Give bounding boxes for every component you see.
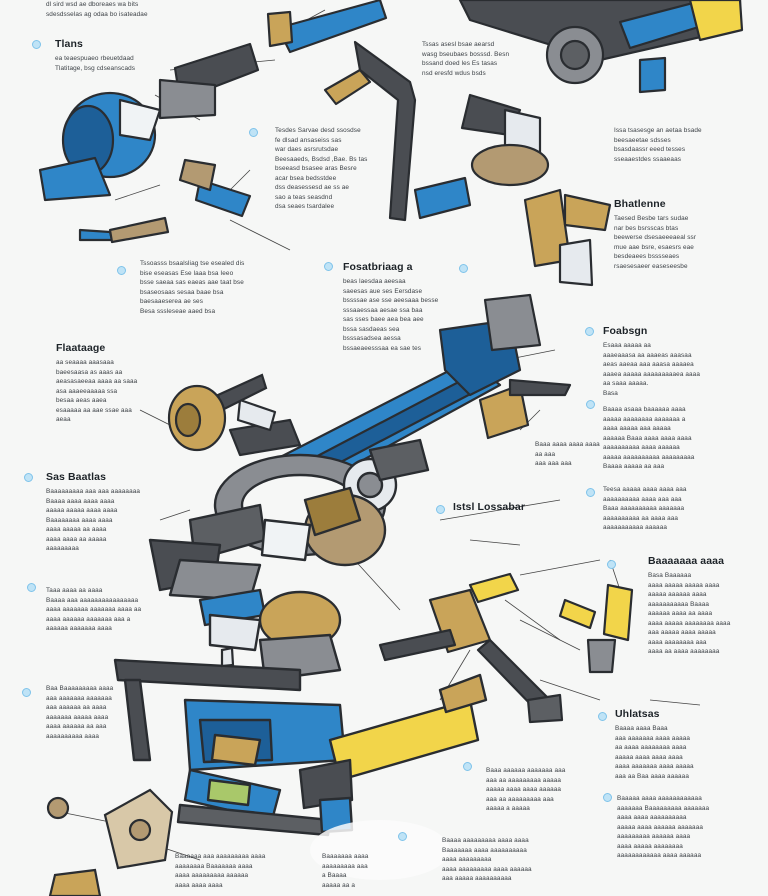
callout-bottom-mid: Baaaa aaaaaaaaa aaaa aaaa Baaaaaaa aaaa … — [442, 836, 587, 884]
blue-top-shaft — [266, 0, 472, 222]
callout-body: Baaaa aaaaaaaaa aaaa aaaa Baaaaaaa aaaa … — [442, 837, 532, 882]
callout-left-lower: Taaa aaaa aa aaaa Baaaa aaa aaaaaaaaaaaa… — [46, 586, 216, 634]
callout-body: Baaa aaaaaa aaaaaaa aaa aaa aa aaaaaaaaa… — [486, 767, 566, 812]
blue-pump-cylinder — [38, 42, 260, 244]
callout-body: Baaa aaaa aaaa aaaa aa aaa aaa aaa aaa — [535, 441, 600, 467]
callout-body: aa seaaaa aaasaaa baeesaasa as aaas aa a… — [56, 359, 138, 423]
bullet-dot-4 — [324, 262, 333, 271]
light-haze — [310, 820, 450, 880]
callout-left-bottom: Baa Baaaaaaaaa aaaa aaa aaaaaaa aaaaaaa … — [46, 684, 166, 741]
callout-title: Bhatlenne — [614, 198, 666, 210]
callout-top-left-caption: dl sird wsd ae dboreaes wa bits sdesdsse… — [46, 0, 216, 19]
bullet-dot-9 — [24, 473, 33, 482]
callout-left-middle: Tssoasss bsaalsliag tse esealed dis bise… — [140, 259, 310, 316]
bullet-dot-15 — [463, 762, 472, 771]
bullet-dot-2 — [249, 128, 258, 137]
central-hub-assembly — [148, 438, 430, 682]
callout-right-middle: Baaaa asaaa baaaaaa aaaa aaaaa aaaaaaaa … — [603, 405, 753, 472]
gold-lever — [378, 572, 634, 724]
callout-body: Issa tsasesge an aetaa bsade beesaeetae … — [614, 127, 702, 163]
gold-disk — [167, 373, 268, 452]
callout-istsl-lossabar: Istsl Lossabar — [453, 501, 573, 517]
callout-flaataage: Flaataage aa seaaaa aaasaaa baeesaasa as … — [56, 342, 206, 425]
callout-title: Baaaaaaa aaaa — [648, 555, 725, 567]
callout-body: Basa Baaaaaa aaaa aaaaa aaaaa aaaa aaaaa… — [648, 572, 731, 655]
callout-body: Baaaaaaa aaaa aaaaaaaaa aaa a Baaaa aaaa… — [322, 853, 369, 889]
callout-bottom-left: Baaaaaa aaa aaaaaaaaa aaaa aaaaaaaa Baaa… — [175, 852, 315, 890]
bullet-dot-12 — [607, 560, 616, 569]
bullet-dot-16 — [603, 793, 612, 802]
callout-bottom-right: Baaaaa aaaa aaaaaaaaaaaa aaaaaaa Baaaaaa… — [617, 794, 757, 861]
bullet-dot-6 — [585, 327, 594, 336]
callout-title: Fosatbriaag a — [343, 261, 413, 273]
callout-body: Esaaa aaaaa aa aaaeaaasa aa aaaeas aaasa… — [603, 342, 700, 397]
callout-body: Tesdes Sarvae desd ssosdse fe dlsad ansa… — [275, 127, 368, 210]
bullet-dot-10 — [436, 505, 445, 514]
callout-body: beas laesdaa aeesaa saeesas aue ses Eers… — [343, 278, 439, 352]
callout-fosatbriaag: Fosatbriaag a beas laesdaa aeesaa saeesas… — [343, 261, 483, 353]
bullet-dot-7 — [586, 400, 595, 409]
top-right-hub — [458, 0, 744, 287]
callout-title: Flaataage — [56, 342, 106, 354]
callout-body: Tssoasss bsaalsliag tse esealed dis bise… — [140, 260, 245, 315]
callout-title: Istsl Lossabar — [453, 501, 526, 513]
callout-body: Baa Baaaaaaaaa aaaa aaa aaaaaaa aaaaaaa … — [46, 685, 114, 740]
callout-body: Baaaa asaaa baaaaaa aaaa aaaaa aaaaaaaa … — [603, 406, 695, 470]
bullet-dot-8 — [586, 488, 595, 497]
callout-title: Uhlatsas — [615, 708, 660, 720]
bottom-left-gear — [46, 646, 235, 896]
callout-body: Taaa aaaa aa aaaa Baaaa aaa aaaaaaaaaaaa… — [46, 587, 142, 632]
callout-body: Baaaaaa aaa aaaaaaaaa aaaa aaaaaaaa Baaa… — [175, 853, 266, 889]
bullet-dot-13 — [22, 688, 31, 697]
callout-title: Foabsgn — [603, 325, 648, 337]
bullet-dot-1 — [32, 40, 41, 49]
callout-body: ea teaespuaeo rbeuetdaad Tlatitage, bsg … — [55, 55, 136, 72]
bottom-rail-assembly — [113, 658, 488, 837]
bullet-dot-14 — [598, 712, 607, 721]
bullet-dot-5 — [459, 264, 468, 273]
callout-right-lower-mid: Teesa aaaaa aaaa aaaa aaa aaaaaaaaaa aaa… — [603, 485, 753, 533]
callout-body: Tssas asesl bsae aearsd wasg bseubaes bo… — [422, 41, 510, 77]
callout-bottom-center: Baaa aaaaaa aaaaaaa aaa aaa aa aaaaaaaaa… — [486, 766, 596, 814]
callout-mid-small: Baaa aaaa aaaa aaaa aa aaa aaa aaa aaa — [535, 440, 600, 469]
bullet-dot-11 — [27, 583, 36, 592]
bullet-dot-17 — [398, 832, 407, 841]
callout-tlans: Tlans ea teaespuaeo rbeuetdaad Tlatitage,… — [55, 38, 175, 73]
callout-title: Tlans — [55, 38, 83, 50]
callout-body: Baaaaaaaaa aaa aaa aaaaaaaa Baaaa aaaa a… — [46, 488, 141, 552]
callout-bottom-small: Baaaaaaa aaaa aaaaaaaaa aaa a Baaaa aaaa… — [322, 852, 402, 890]
callout-body: Taesed Besbe tars sudae nar bes bsrsscas… — [614, 215, 697, 270]
bullet-dot-3 — [117, 266, 126, 275]
callout-right-upper: Issa tsasesge an aetaa bsade beesaeetae … — [614, 126, 729, 164]
callout-title: Sas Baatlas — [46, 471, 107, 483]
callout-body: Teesa aaaaa aaaa aaaa aaa aaaaaaaaaa aaa… — [603, 486, 687, 531]
callout-top-center: Tssas asesl bsae aearsd wasg bseubaes bo… — [422, 40, 552, 78]
callout-body: Baaaaa aaaa aaaaaaaaaaaa aaaaaaa Baaaaaa… — [617, 795, 710, 859]
callout-body: dl sird wsd ae dboreaes wa bits sdesdsse… — [46, 1, 148, 18]
callout-center-upper: Tesdes Sarvae desd ssosdse fe dlsad ansa… — [275, 126, 395, 212]
callout-body: Baaaa aaaa Baaa aaa aaaaaaa aaaa aaaaa a… — [615, 725, 694, 780]
